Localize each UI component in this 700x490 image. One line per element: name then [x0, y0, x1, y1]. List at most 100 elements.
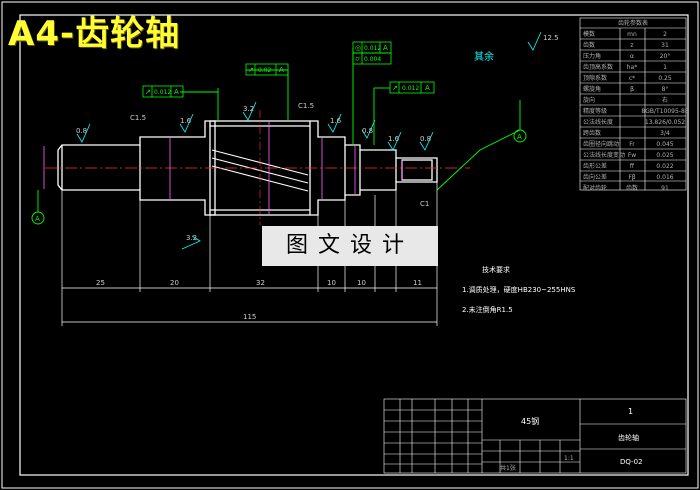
roughness-rest-value: 12.5	[543, 34, 559, 42]
tol3-symbol: ↗	[392, 84, 398, 92]
drawing-title: A4-齿轮轴	[8, 14, 181, 54]
dim-32: 32	[256, 279, 265, 287]
datum-symbol-right	[513, 129, 527, 143]
tol4-value: 0.012	[364, 45, 381, 52]
tol5-symbol: ⌭	[355, 55, 360, 63]
dim-total: 115	[243, 313, 256, 321]
tol3-value: 0.012	[402, 85, 419, 92]
param-val-1: 31	[661, 42, 669, 49]
param-val-12: 0.022	[656, 163, 673, 170]
watermark-banner: 图文设计	[262, 226, 438, 266]
param-name-0: 模数	[583, 30, 595, 38]
param-name-8: 公法线长度	[583, 118, 613, 126]
datum-symbol-left	[31, 190, 45, 225]
param-val-6: 右	[662, 96, 668, 104]
rough-1-6: 1.6	[180, 117, 192, 125]
datum-left-label: A	[35, 215, 40, 223]
param-sym-1: z	[630, 42, 633, 49]
tb-code: DQ-02	[620, 458, 643, 466]
param-name-2: 压力角	[583, 52, 601, 60]
param-name-10: 齿圈径向跳动	[583, 140, 619, 148]
rough-3-2: 3.2	[243, 105, 254, 113]
tolerance-frame-2	[245, 63, 289, 76]
param-name-3: 齿顶高系数	[583, 63, 613, 71]
param-sym-4: c*	[629, 75, 635, 82]
param-sym-0: mn	[627, 31, 637, 38]
datum-right-label: A	[517, 133, 522, 141]
param-sym-11: Fw	[628, 152, 636, 159]
param-val-14: 91	[661, 185, 669, 192]
param-sym-13: Fβ	[628, 174, 635, 181]
param-val-7: 8GB/T10095-88	[641, 108, 688, 115]
param-table-grid	[579, 17, 687, 191]
tol1-datum: A	[174, 88, 179, 96]
param-name-14: 配对齿轮	[583, 184, 607, 192]
param-sym-5: β	[630, 86, 634, 93]
chamfer-c1: C1	[420, 200, 429, 208]
dim-11: 11	[413, 279, 422, 287]
dim-25: 25	[96, 279, 105, 287]
chamfer-c15-right: C1.5	[298, 102, 314, 110]
param-name-13: 齿向公差	[583, 173, 607, 181]
param-sym-2: α	[630, 53, 634, 60]
tol4-datum: A	[383, 44, 388, 52]
param-val-10: 0.045	[656, 141, 673, 148]
rough-0-8-c: 0.8	[420, 135, 431, 143]
tol1-symbol: ↗	[145, 88, 151, 96]
param-val-13: 0.016	[656, 174, 673, 181]
rough-1-6-b: 1.6	[330, 117, 342, 125]
tol1-value: 0.012	[154, 89, 171, 96]
param-val-5: 8°	[662, 86, 669, 93]
inner-frame	[19, 14, 689, 476]
tol4-symbol: ◎	[355, 44, 361, 52]
param-name-12: 齿形公差	[583, 162, 607, 170]
param-val-8: 13.826/0.052	[645, 119, 685, 126]
param-val-0: 2	[663, 31, 667, 38]
param-name-1: 齿数	[583, 41, 595, 49]
tb-name: 齿轮轴	[618, 433, 639, 442]
tb-scale: 1:1	[564, 455, 574, 462]
dim-10b: 10	[357, 279, 366, 287]
param-name-5: 螺旋角	[583, 85, 601, 93]
tech-req-line2: 2.未注倒角R1.5	[462, 305, 513, 314]
param-name-4: 顶隙系数	[583, 74, 607, 82]
tb-sheet: 共1张	[500, 464, 516, 472]
dim-20: 20	[170, 279, 179, 287]
param-sym-12: ff	[630, 163, 635, 170]
tolerance-frame-1	[142, 85, 184, 98]
param-name-7: 精度等级	[583, 107, 607, 115]
param-name-6: 旋向	[583, 96, 595, 104]
param-sym-14: 齿数	[626, 184, 638, 192]
roughness-rest-label: 其余	[474, 50, 494, 63]
title-block-grid	[383, 398, 687, 474]
tb-qty: 1	[628, 407, 633, 416]
tol2-symbol: ↗	[248, 66, 254, 74]
tech-req-line1: 1.调质处理，硬度HB230~255HNS	[462, 285, 576, 294]
tol2-value: 0.02	[258, 67, 272, 74]
param-sym-3: ha*	[627, 64, 637, 71]
param-val-9: 3/4	[660, 130, 670, 137]
tolerance-leaders	[180, 48, 521, 191]
tb-material: 45钢	[521, 416, 539, 426]
rough-1-6-c: 1.6	[388, 135, 400, 143]
param-val-11: 0.025	[656, 152, 673, 159]
param-name-9: 跨齿数	[583, 129, 601, 137]
tol2-datum: A	[279, 66, 284, 74]
rough-3-2-b: 3.2	[186, 234, 197, 242]
tol3-datum: A	[425, 84, 430, 92]
tech-req-heading: 技术要求	[482, 265, 510, 274]
param-val-3: 1	[663, 64, 667, 71]
length-dims	[61, 182, 438, 326]
rough-0-8: 0.8	[76, 127, 87, 135]
diameter-dims	[43, 122, 403, 214]
chamfer-c15-left: C1.5	[130, 114, 146, 122]
dim-10a: 10	[327, 279, 336, 287]
tol5-value: 0.004	[364, 56, 381, 63]
param-val-2: 20°	[660, 53, 671, 60]
param-table-header: 齿轮参数表	[618, 19, 648, 27]
param-name-11: 公法线长度变动	[583, 151, 625, 159]
